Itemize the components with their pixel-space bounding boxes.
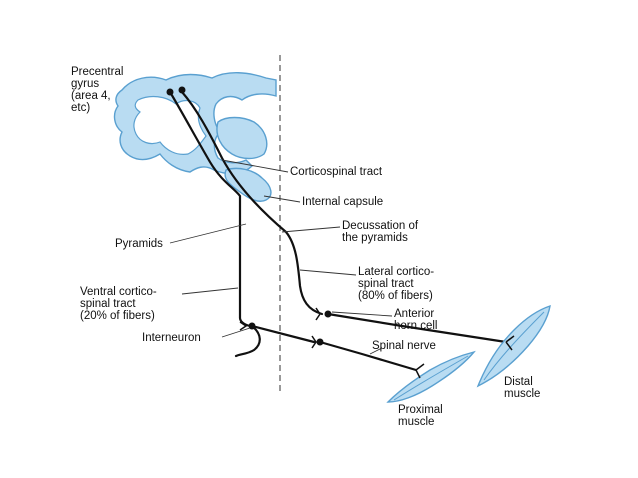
motor-axon-distal [326,312,508,344]
label-anterior-horn-cell: Anterior horn cell [394,308,438,332]
distal-muscle-shape [476,304,551,388]
label-pyramids: Pyramids [115,238,163,250]
corticospinal-tract-ventral-path [168,90,254,328]
leader-spinal-nerve [369,347,383,355]
label-spinal-nerve: Spinal nerve [372,340,436,352]
leader-lateral-tract [299,269,357,276]
leader-anterior-horn [331,311,393,317]
upper-motor-neuron-1 [166,88,174,96]
proximal-neuromuscular-junction [415,363,425,379]
internal-capsule-shape [224,167,272,202]
leader-decussation [281,226,341,233]
label-corticospinal-tract: Corticospinal tract [290,166,383,178]
synapse-mark-1 [315,307,321,321]
label-proximal-muscle: Proximal muscle [398,404,443,428]
leader-pyramids [169,223,247,244]
synapse-mark-2 [239,321,248,331]
white-matter [133,95,207,155]
label-decussation: Decussation of the pyramids [342,220,419,244]
label-internal-capsule: Internal capsule [302,196,384,208]
label-lateral-tract: Lateral cortico- spinal tract (80% of fi… [358,266,435,302]
corticospinal-tract-lateral-path [180,90,324,316]
synapse-mark-3 [311,335,317,349]
label-precentral-gyrus: Precentral gyrus (area 4, etc) [71,66,124,114]
motor-axon-proximal [318,340,418,372]
interneuron-axon [250,324,316,344]
leader-corticospinal [221,159,289,173]
leader-interneuron [221,327,251,338]
interneuron-branch [234,324,261,358]
distal-muscle-stripe [483,311,545,381]
upper-motor-neuron-2 [178,86,186,94]
label-ventral-tract: Ventral cortico- spinal tract (20% of fi… [80,286,157,322]
deep-nucleus [216,116,268,160]
leader-internal-capsule [263,195,301,203]
proximal-muscle-stripe [393,355,469,401]
distal-neuromuscular-junction [505,335,515,351]
label-distal-muscle: Distal muscle [504,376,541,400]
leader-ventral-tract [181,287,239,295]
label-interneuron: Interneuron [142,332,201,344]
